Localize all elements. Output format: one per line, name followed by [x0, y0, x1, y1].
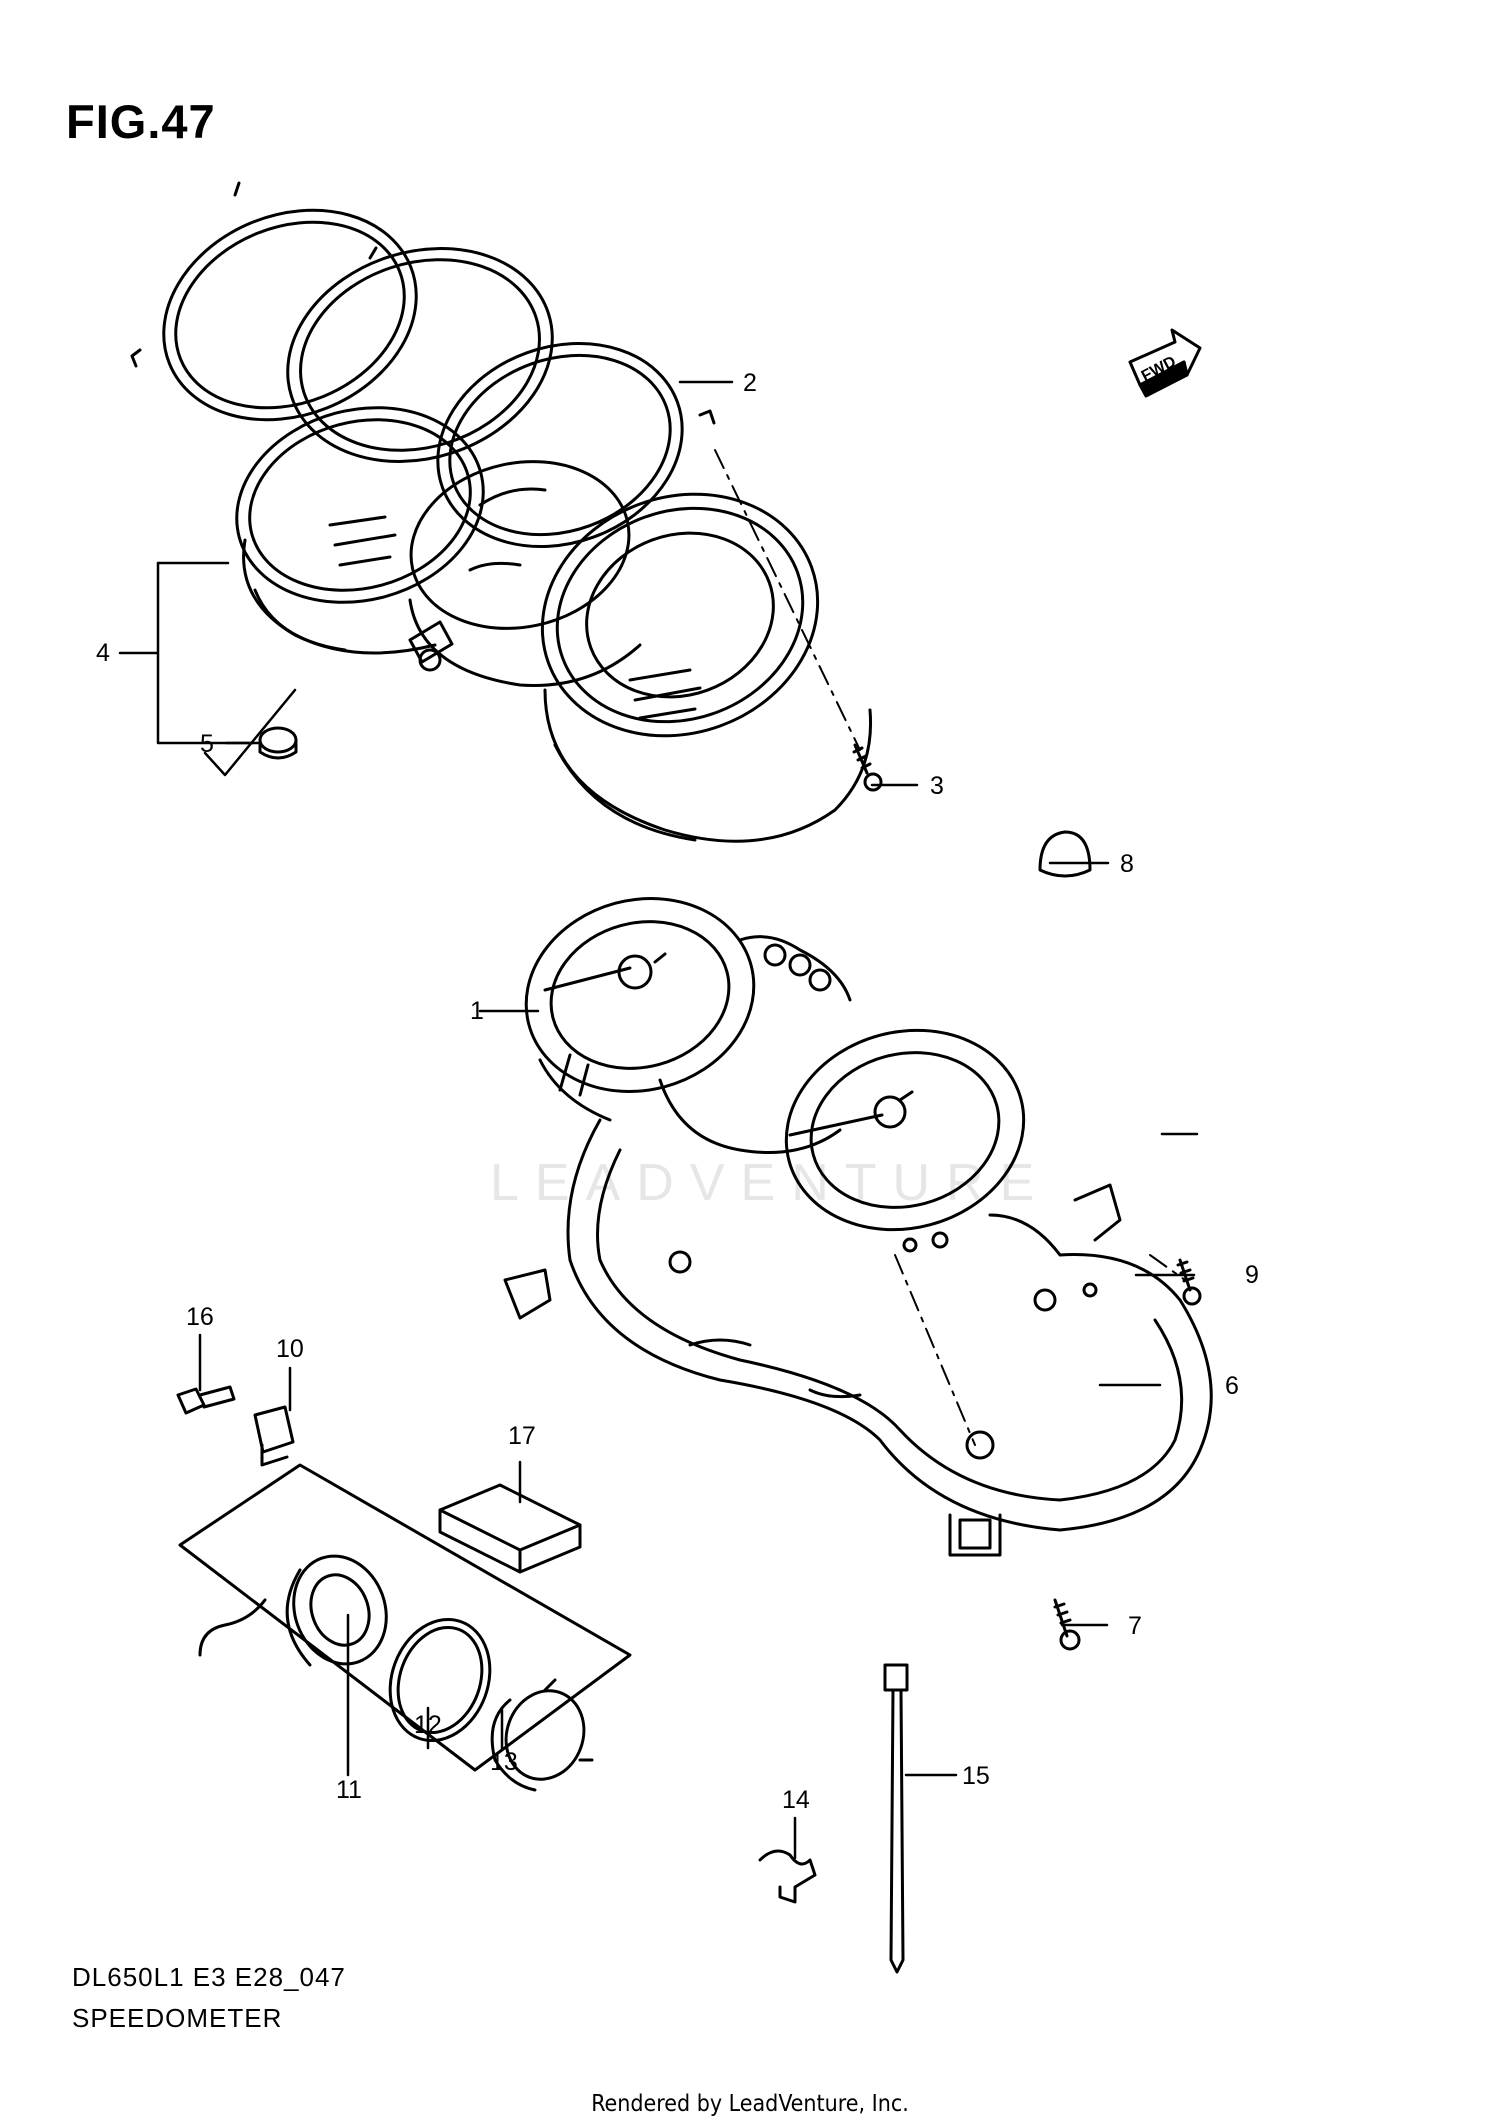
clip-part-10	[253, 1405, 295, 1467]
lower-case-part-6	[503, 1118, 1213, 1557]
callout-3: 3	[930, 772, 944, 800]
model-code: DL650L1 E3 E28_047	[72, 1962, 346, 1992]
meter-dial-part-1	[524, 897, 1026, 1232]
forward-arrow-icon: FWD	[1128, 328, 1202, 398]
screw-part-7	[1053, 1598, 1081, 1651]
callout-14: 14	[782, 1786, 810, 1814]
callout-12: 12	[414, 1711, 442, 1739]
o-ring-part-12	[388, 1617, 492, 1743]
leader-lines	[118, 380, 1199, 1860]
figure-title: FIG.47	[66, 95, 216, 148]
screw-part-9	[1176, 1258, 1202, 1306]
callout-13: 13	[490, 1748, 518, 1776]
callout-2: 2	[743, 369, 757, 397]
callout-15: 15	[962, 1762, 990, 1790]
callout-10: 10	[276, 1335, 304, 1363]
holder-part-13	[490, 1678, 594, 1792]
callout-9: 9	[1245, 1261, 1259, 1289]
clamp-part-14	[758, 1849, 817, 1904]
meter-case-part-4	[235, 406, 873, 843]
bolt-part-16	[176, 1385, 236, 1415]
callout-1: 1	[470, 997, 484, 1025]
callout-8: 8	[1120, 850, 1134, 878]
socket-assembly-part-11	[178, 1463, 632, 1772]
section-name: SPEEDOMETER	[72, 2003, 283, 2033]
pad-part-17	[438, 1483, 582, 1574]
cable-tie-part-15	[883, 1663, 909, 1974]
screw-part-3	[852, 743, 883, 792]
callout-7: 7	[1128, 1612, 1142, 1640]
grommet-part-5	[258, 726, 298, 760]
callout-17: 17	[508, 1422, 536, 1450]
callout-4: 4	[96, 639, 110, 667]
callout-16: 16	[186, 1303, 214, 1331]
callout-11: 11	[336, 1776, 362, 1804]
callout-5: 5	[200, 730, 214, 758]
callout-6: 6	[1225, 1372, 1239, 1400]
render-credit: Rendered by LeadVenture, Inc.	[591, 2091, 909, 2117]
assembly-axis-lines	[714, 449, 1186, 1446]
cap-part-8	[1038, 830, 1092, 878]
